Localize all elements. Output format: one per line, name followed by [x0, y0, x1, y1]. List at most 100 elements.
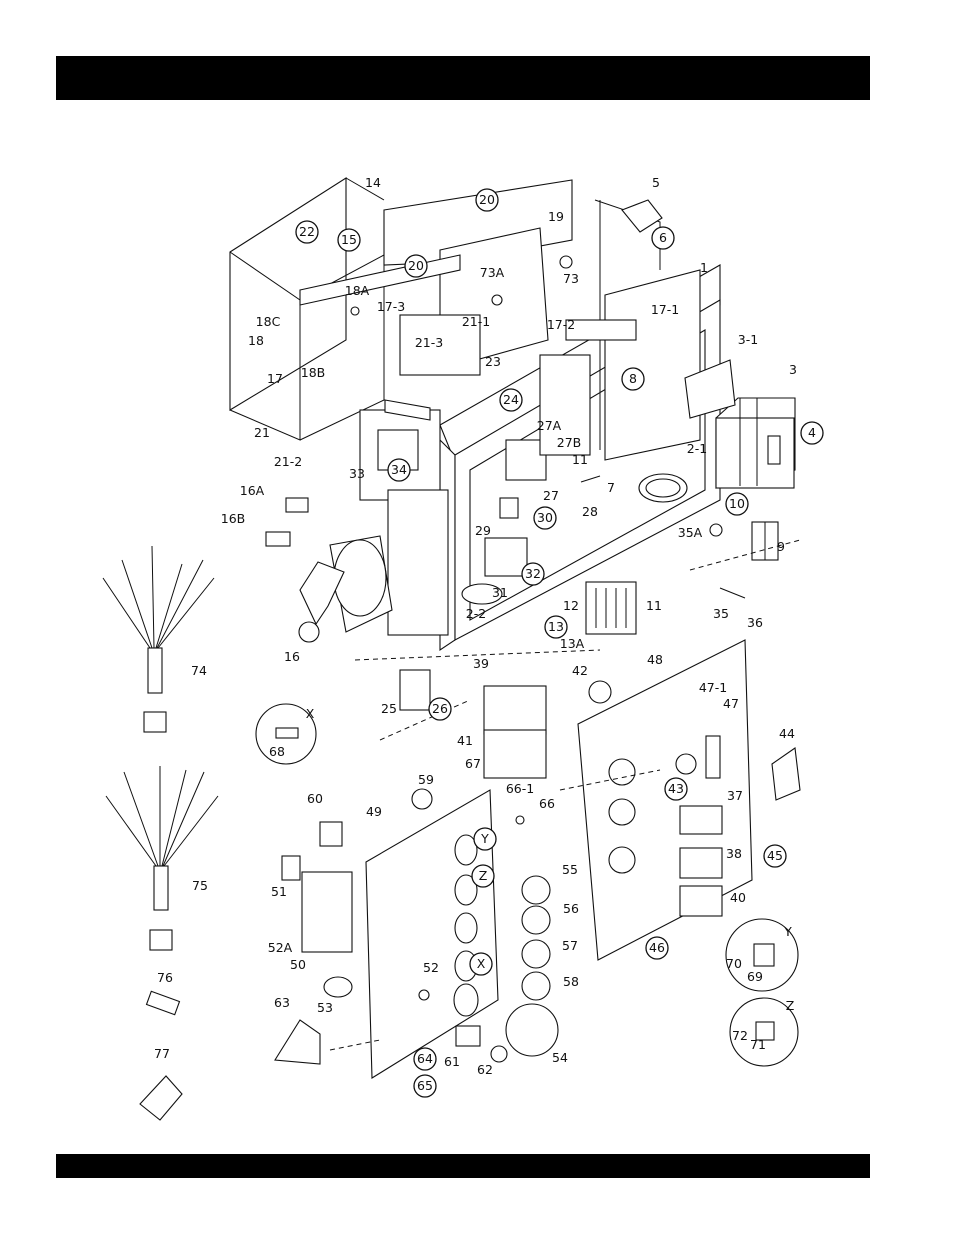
part-label: 4 [808, 425, 816, 440]
callout-circle [404, 254, 428, 278]
part-label: 18 [248, 333, 264, 348]
callout-circle [763, 844, 787, 868]
part-label: Y [783, 924, 792, 939]
callout-circle [800, 421, 824, 445]
callout-circle [499, 388, 523, 412]
part-label: 52A [268, 940, 293, 955]
part-label: 58 [563, 974, 579, 989]
part-label: 31 [492, 585, 508, 600]
part-label: 30 [537, 510, 553, 525]
internal-components [359, 314, 637, 636]
part-label: 72 [732, 1028, 748, 1043]
callout-circle [473, 827, 497, 851]
part-label: Z [479, 868, 488, 883]
part-label: 51 [271, 884, 287, 899]
part-label: 22 [299, 224, 315, 239]
part-label: 11 [572, 452, 588, 467]
part-label: 76 [157, 970, 173, 985]
part-label: 17-2 [547, 317, 575, 332]
part-label: 16A [240, 483, 265, 498]
callout-circle [337, 228, 361, 252]
callout-circle [651, 226, 675, 250]
part-label: 57 [562, 938, 578, 953]
part-label: 55 [562, 862, 578, 877]
part-label: 29 [475, 523, 491, 538]
callout-circle [387, 458, 411, 482]
callout-circle [521, 562, 545, 586]
callout-circle [475, 188, 499, 212]
part-label: X [306, 706, 315, 721]
part-label: 66 [539, 796, 555, 811]
part-label: Z [786, 998, 795, 1013]
part-label: 64 [417, 1051, 433, 1066]
part-label: 73A [480, 265, 505, 280]
part-label: 8 [629, 371, 637, 386]
part-label: 62 [477, 1062, 493, 1077]
callout-circle [664, 777, 688, 801]
part-label: Y [480, 831, 489, 846]
part-label: 3 [789, 362, 797, 377]
part-label: 75 [192, 878, 208, 893]
part-label: 21-1 [462, 314, 490, 329]
part-label: 77 [154, 1046, 170, 1061]
part-label: 70 [726, 956, 742, 971]
part-label: 6 [659, 230, 667, 245]
part-label: 16B [221, 511, 245, 526]
part-label: 46 [649, 940, 665, 955]
part-label: 63 [274, 995, 290, 1010]
part-label: 50 [290, 957, 306, 972]
part-label: 17 [267, 371, 283, 386]
callout-circle [544, 615, 568, 639]
part-label: 41 [457, 733, 473, 748]
part-label: 68 [269, 744, 285, 759]
part-label: 66-1 [506, 781, 534, 796]
callout-circle [645, 936, 669, 960]
part-label: 47-1 [699, 680, 727, 695]
part-label: 61 [444, 1054, 460, 1069]
part-label: 12 [563, 598, 579, 613]
wire-harness [102, 545, 219, 1121]
part-label: 20 [408, 258, 424, 273]
part-label: 42 [572, 663, 588, 678]
part-label: 21-3 [415, 335, 443, 350]
sensor-details [255, 703, 799, 1067]
part-label: 10 [729, 496, 745, 511]
callout-circle [413, 1047, 437, 1071]
part-label: 9 [777, 539, 785, 554]
part-label: 36 [747, 615, 763, 630]
footer-bar [56, 1154, 870, 1178]
part-label: 67 [465, 756, 481, 771]
selector-switch [265, 497, 393, 643]
part-label: 5 [652, 175, 660, 190]
gauge-panel [274, 669, 559, 1079]
part-label: 43 [668, 781, 684, 796]
callout-circle [621, 367, 645, 391]
part-label: 3-1 [738, 332, 758, 347]
part-label: 53 [317, 1000, 333, 1015]
part-label: 32 [525, 566, 541, 581]
part-label: 19 [548, 209, 564, 224]
part-label: 17-3 [377, 299, 405, 314]
part-label: 7 [607, 480, 615, 495]
part-label: 47 [723, 696, 739, 711]
guide-lines [329, 539, 801, 1051]
part-label: 23 [485, 354, 501, 369]
part-label: 17-1 [651, 302, 679, 317]
part-label: 44 [779, 726, 795, 741]
callout-circle [533, 506, 557, 530]
part-label: 74 [191, 663, 207, 678]
part-label: 14 [365, 175, 381, 190]
part-label: 13 [548, 619, 564, 634]
part-label: 65 [417, 1078, 433, 1093]
part-label: 33 [349, 466, 365, 481]
part-label: 21 [254, 425, 270, 440]
callout-circle [471, 864, 495, 888]
part-label: 60 [307, 791, 323, 806]
part-label: 52 [423, 960, 439, 975]
part-label: 35 [713, 606, 729, 621]
part-label: 18B [301, 365, 325, 380]
part-label: 15 [341, 232, 357, 247]
callout-circle [428, 697, 452, 721]
part-label: 45 [767, 848, 783, 863]
